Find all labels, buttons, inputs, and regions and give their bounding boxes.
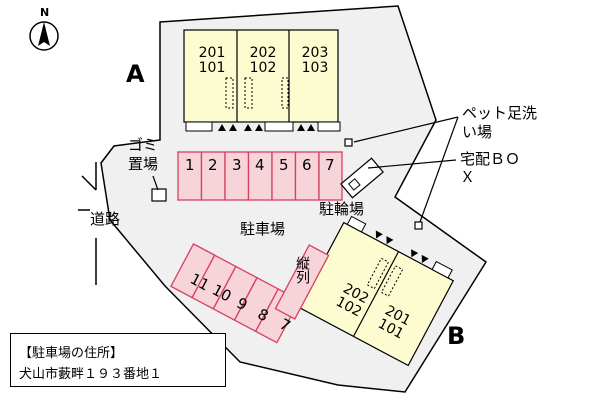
road-label: 道路 — [90, 210, 121, 228]
parking-space-1: 1 — [185, 156, 195, 174]
address-box: 【駐車場の住所】 犬山市藪畔１９３番地１ — [10, 333, 226, 387]
address-title: 【駐車場の住所】 — [19, 346, 124, 361]
compass-label: N — [40, 6, 50, 19]
parking-space-5: 5 — [279, 156, 289, 174]
north-arrow-icon — [29, 21, 59, 51]
leader-lines — [152, 116, 459, 223]
parking-row-2 — [170, 243, 301, 344]
address-line: 犬山市藪畔１９３番地１ — [19, 367, 163, 382]
parking-space-3: 3 — [232, 156, 242, 174]
parking-lot-label: 駐車場 — [240, 220, 286, 238]
parking-space-6: 6 — [302, 156, 312, 174]
building-a — [183, 29, 341, 132]
parking-space-7: 7 — [325, 156, 335, 174]
garbage-area — [151, 188, 167, 202]
parking-space-2: 2 — [208, 156, 218, 174]
building-a-label: A — [126, 60, 145, 88]
garbage-label: ゴミ置場 — [128, 136, 159, 173]
parking-tandem — [274, 244, 330, 320]
pet-wash-label: ペット足洗い場 — [462, 104, 538, 141]
parking-space-4: 4 — [255, 156, 265, 174]
bicycle-parking-label: 駐輪場 — [319, 200, 365, 218]
parking-tandem-label: 縦列 — [294, 256, 310, 284]
delivery-box-label: 宅配ＢＯＸ — [460, 150, 521, 186]
building-b — [297, 215, 455, 367]
parking-row-1 — [177, 151, 343, 201]
delivery-box — [414, 221, 423, 230]
building-b-label: B — [447, 322, 466, 350]
pet-wash-station — [344, 138, 353, 147]
road-lines — [78, 162, 97, 285]
